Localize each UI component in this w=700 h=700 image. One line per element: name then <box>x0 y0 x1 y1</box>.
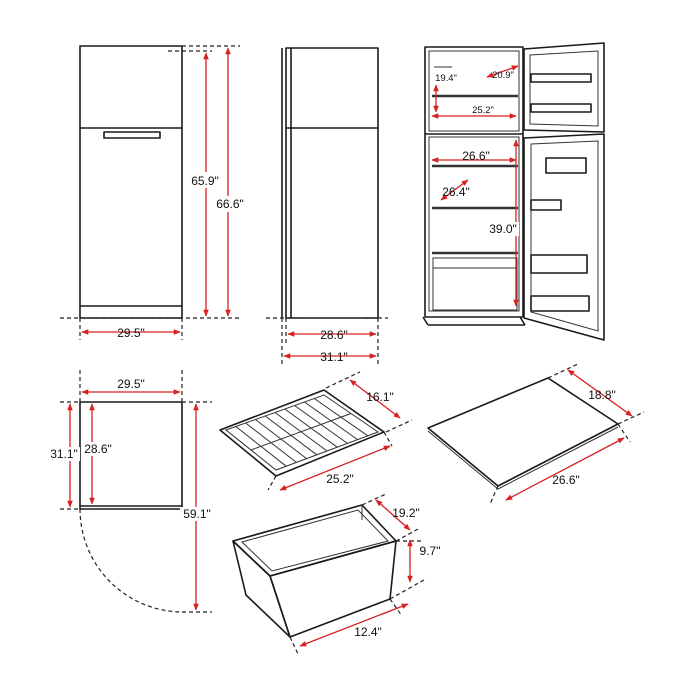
front-cabinet <box>79 45 183 319</box>
shelf-depth-label: 26.4" <box>442 185 470 199</box>
freezer-width-arrow <box>486 65 519 78</box>
wire-shelf-width-label: 25.2" <box>326 472 354 486</box>
side-cabinet <box>285 47 379 319</box>
open-crisper <box>432 257 518 311</box>
front-total-height-label: 66.6" <box>216 197 244 211</box>
glass-shelf-width-arrow <box>505 437 625 501</box>
door-handle <box>103 131 161 139</box>
side-depth-handle-label: 31.1" <box>320 350 348 364</box>
drawer-depth-label: 19.2" <box>392 506 420 520</box>
glass-shelf-depth-label: 18.8" <box>588 388 616 402</box>
glass-shelf-depth-arrow <box>567 369 633 417</box>
open-view: 20.9" 19.4" 25.2" 26.6" 26.4" 39.0" <box>422 42 605 341</box>
fridge-door-bin-1 <box>545 157 587 174</box>
freezer-interior <box>428 50 520 132</box>
crisper-drawer: 19.2" 9.7" 12.4" <box>232 493 441 655</box>
wire-shelf-bars <box>235 398 369 467</box>
top-width-label: 29.5" <box>117 377 145 391</box>
freezer-door-bin-2 <box>530 103 592 113</box>
wire-shelf-depth-label: 16.1" <box>366 390 394 404</box>
shelf-depth-arrow <box>440 179 469 201</box>
glass-shelf-width-label: 26.6" <box>552 473 580 487</box>
drawer-top-rim <box>232 504 397 577</box>
glass-shelf: 18.8" 26.6" <box>427 363 645 505</box>
drawer-width-arrow <box>299 603 409 647</box>
wire-shelf-depth-arrow <box>349 379 401 419</box>
drawer-width-label: 12.4" <box>354 625 382 639</box>
top-view: 29.5" 31.1" 28.6" 59.1" <box>48 370 214 613</box>
freezer-door <box>523 42 605 133</box>
door-swing-arc <box>79 508 183 613</box>
fridge-width-label: 26.6" <box>462 149 490 163</box>
drawer-side-face <box>232 540 291 638</box>
fridge-door-bin-3 <box>530 254 588 274</box>
drawer-depth-arrow <box>375 499 411 531</box>
fridge-door-bin-2 <box>530 199 562 211</box>
front-cabinet-height-label: 65.9" <box>191 174 219 188</box>
freezer-door-bin-1 <box>530 73 592 83</box>
top-depth-handle-label: 31.1" <box>50 447 78 461</box>
front-view: 65.9" 66.6" 29.5" <box>60 45 250 340</box>
side-depth-label: 28.6" <box>320 328 348 342</box>
fridge-height-label: 39.0" <box>489 222 517 236</box>
door-open-depth-label: 59.1" <box>183 507 211 521</box>
wire-shelf-width-arrow <box>279 445 391 491</box>
open-cabinet <box>424 46 524 318</box>
wire-shelf: 16.1" 25.2" <box>219 371 413 491</box>
side-view: 28.6" 31.1" <box>266 47 388 364</box>
freezer-width-label: 20.9" <box>492 70 514 81</box>
freezer-height-label: 19.4" <box>435 73 457 84</box>
fridge-door-bin-4 <box>530 295 590 312</box>
drawer-height-label: 9.7" <box>420 544 441 558</box>
freezer-shelf-width-label: 25.2" <box>472 105 494 116</box>
top-depth-label: 28.6" <box>84 442 112 456</box>
fridge-door <box>523 133 605 341</box>
front-width-label: 29.5" <box>117 326 145 340</box>
